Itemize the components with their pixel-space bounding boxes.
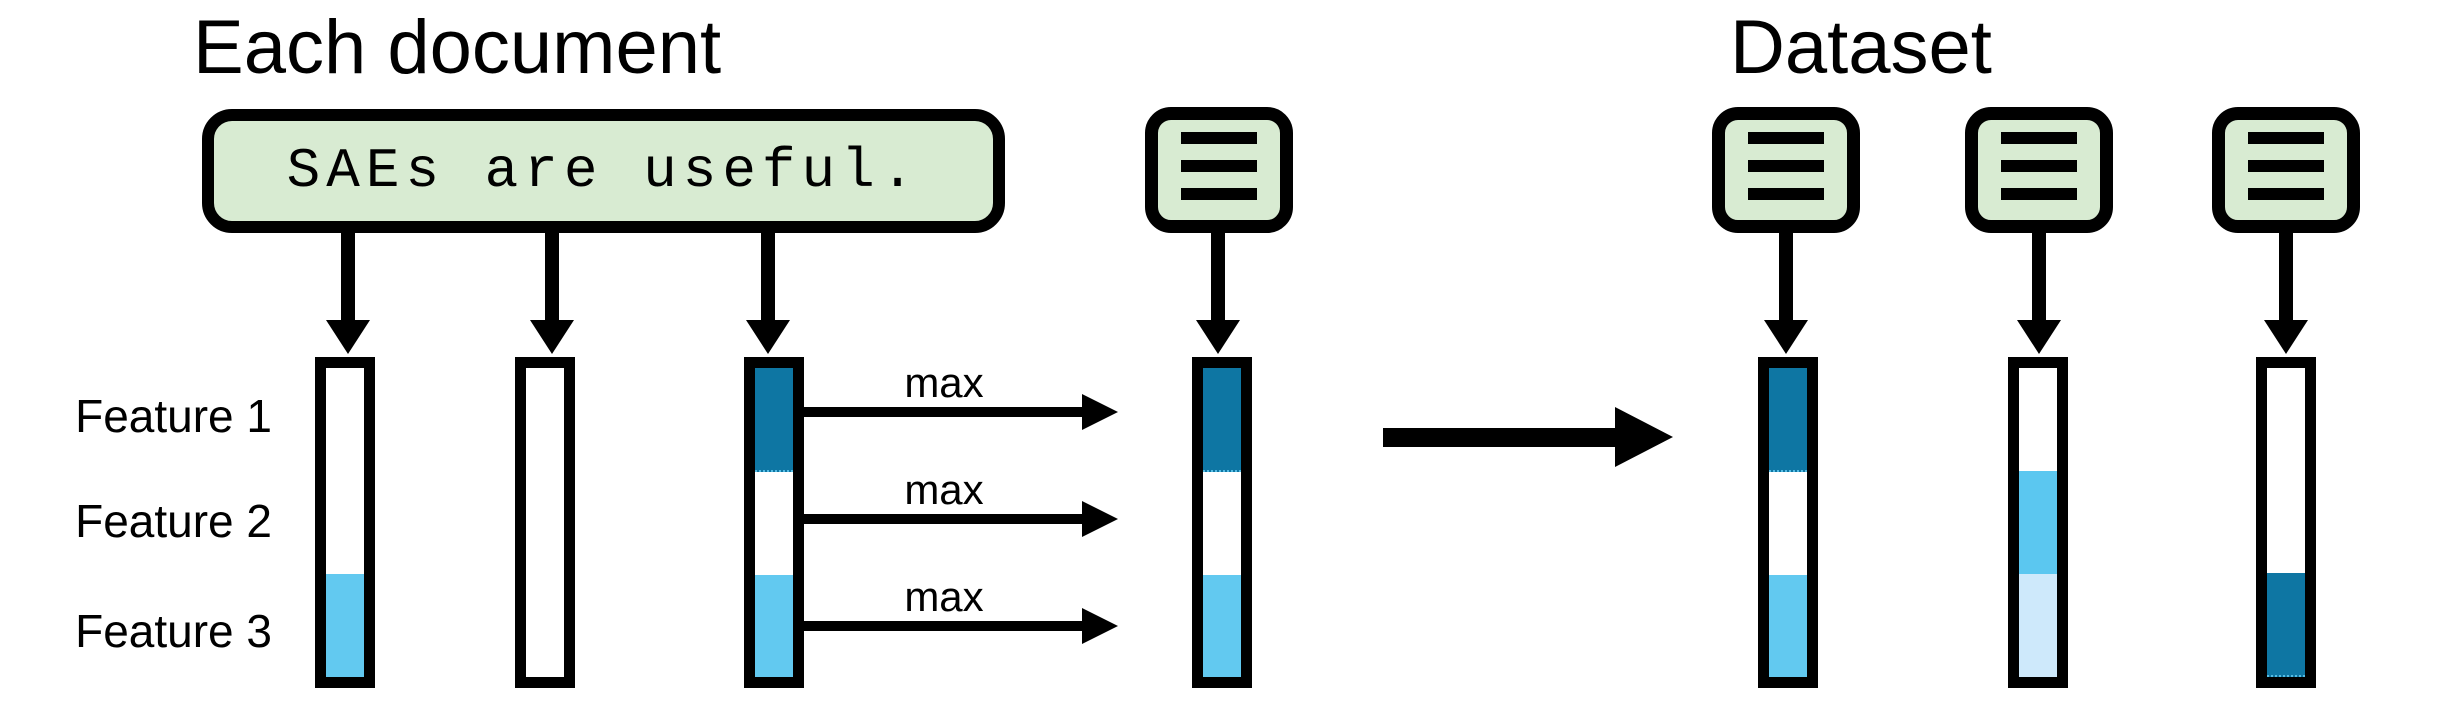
document-icon-line: [1748, 160, 1824, 172]
activation-segment-light_blue: [326, 574, 364, 677]
pooled-activation-bar: [1192, 357, 1252, 688]
document-icon-line: [1748, 132, 1824, 144]
dataset-aggregation-arrow: [1383, 428, 1615, 447]
arrow-stem: [2279, 233, 2293, 322]
activation-segment-white: [2019, 368, 2057, 471]
document-icon-line: [1181, 160, 1257, 172]
arrow-line: [804, 514, 1082, 524]
activation-segment-white: [2267, 470, 2305, 573]
max-label: max: [904, 466, 984, 513]
activation-segment-white: [526, 574, 564, 677]
arrow-head-icon: [1082, 608, 1118, 644]
document-icon-line: [1181, 132, 1257, 144]
activation-segment-white: [326, 471, 364, 574]
document-icon: [1145, 107, 1293, 233]
activation-segment-dark_blue: [755, 368, 793, 473]
token-activation-bar-1: [315, 357, 375, 688]
activation-segment-white: [526, 368, 564, 471]
activation-segment-light_blue: [755, 574, 793, 677]
activation-segment-white: [326, 368, 364, 471]
arrow-stem: [1779, 233, 1793, 322]
document-icon-line: [2248, 160, 2324, 172]
arrow-head-icon: [2017, 320, 2061, 354]
arrow-head-icon: [746, 320, 790, 354]
token-arrow-2: [530, 233, 574, 354]
arrow-head-icon: [1082, 394, 1118, 430]
arrow-stem: [761, 233, 775, 322]
activation-segment-white: [2267, 368, 2305, 471]
arrow-stem: [341, 233, 355, 322]
arrow-head-icon: [530, 320, 574, 354]
arrow-head-icon: [1196, 320, 1240, 354]
document-icon: [1712, 107, 1860, 233]
arrow-line: [804, 407, 1082, 417]
token-activation-bar-2: [515, 357, 575, 688]
dataset-activation-bar-3: [2256, 357, 2316, 688]
max-arrow-2: max: [804, 469, 1118, 537]
arrow-head-icon: [1082, 501, 1118, 537]
dataset-doc-arrow-1: [1764, 233, 1808, 354]
arrow-head-icon: [2264, 320, 2308, 354]
document-icon-line: [2248, 188, 2324, 200]
dataset-doc-arrow-2: [2017, 233, 2061, 354]
arrow-head-icon: [1615, 407, 1673, 467]
feature-2-label: Feature 2: [75, 495, 272, 547]
document-icon: [1965, 107, 2113, 233]
token-arrow-1: [326, 233, 370, 354]
dataset-activation-bar-2: [2008, 357, 2068, 688]
activation-segment-white: [526, 471, 564, 574]
activation-segment-white: [755, 472, 793, 575]
arrow-stem: [2032, 233, 2046, 322]
feature-3-label: Feature 3: [75, 605, 272, 657]
token-activation-bar-3: [744, 357, 804, 688]
activation-segment-light_blue: [1203, 574, 1241, 677]
activation-segment-white: [1769, 472, 1807, 575]
dataset-doc-arrow-3: [2264, 233, 2308, 354]
max-label: max: [904, 359, 984, 406]
activation-segment-pale_blue: [2019, 574, 2057, 677]
document-icon-line: [2001, 160, 2077, 172]
dataset-activation-bar-1: [1758, 357, 1818, 688]
each-document-title: Each document: [193, 5, 722, 90]
document-icon-line: [2001, 188, 2077, 200]
document-icon-line: [2248, 132, 2324, 144]
document-icon-line: [1748, 188, 1824, 200]
feature-1-label: Feature 1: [75, 390, 272, 442]
pooled-doc-arrow: [1196, 233, 1240, 354]
activation-segment-dark_blue: [1769, 368, 1807, 473]
document-icon-line: [2001, 132, 2077, 144]
arrow-head-icon: [1764, 320, 1808, 354]
activation-segment-mid_blue: [2019, 471, 2057, 574]
document-icon: [2212, 107, 2360, 233]
activation-segment-dark_blue: [1203, 368, 1241, 473]
activation-segment-light_blue: [1769, 574, 1807, 677]
max-label: max: [904, 573, 984, 620]
arrow-head-icon: [326, 320, 370, 354]
document-sentence: SAEs are useful.: [286, 139, 921, 203]
token-arrow-3: [746, 233, 790, 354]
document-icon-line: [1181, 188, 1257, 200]
dataset-title: Dataset: [1730, 5, 1992, 90]
document-text-box: SAEs are useful.: [202, 109, 1005, 233]
activation-segment-dark_blue: [2267, 572, 2305, 677]
arrow-stem: [545, 233, 559, 322]
max-arrow-1: max: [804, 362, 1118, 430]
arrow-stem: [1211, 233, 1225, 322]
activation-segment-white: [1203, 472, 1241, 575]
arrow-line: [804, 621, 1082, 631]
max-arrow-3: max: [804, 576, 1118, 644]
